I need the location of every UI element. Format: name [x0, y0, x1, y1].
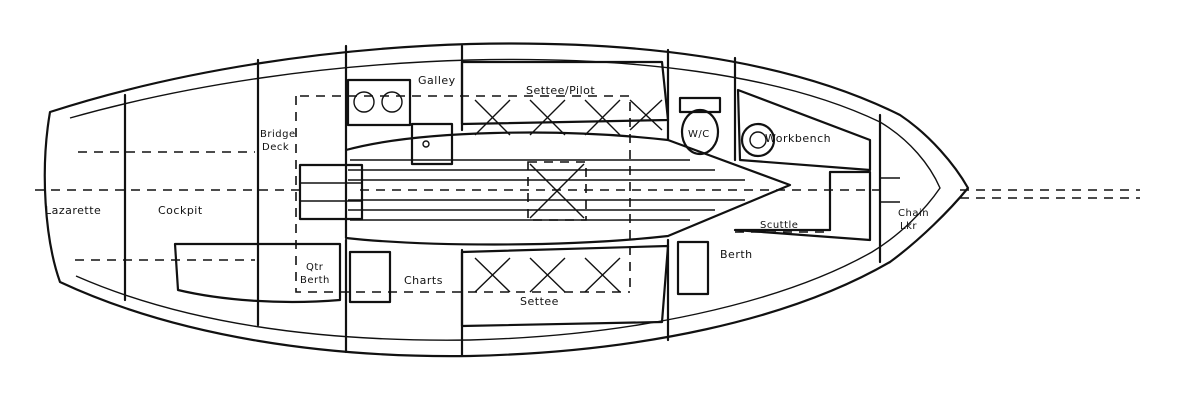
settee-cushion-marks [474, 99, 663, 293]
label-qtr-berth: Berth [300, 275, 330, 286]
label-bridge: Bridge [260, 129, 296, 140]
label-settee: Settee [520, 295, 559, 308]
label-berth: Berth [720, 248, 753, 261]
label-charts: Charts [404, 274, 443, 287]
label-lkr: Lkr [900, 221, 917, 232]
aft-bulkheads [75, 58, 260, 327]
label-qtr: Qtr [306, 262, 324, 273]
label-wc: W/C [688, 129, 710, 140]
label-deck: Deck [262, 142, 289, 153]
label-lazarette: Lazarette [45, 204, 101, 217]
centerline [35, 177, 1140, 203]
label-workbench: Workbench [765, 132, 831, 145]
hull-outline [43, 42, 970, 358]
dashed-outlines [295, 95, 831, 293]
cabin-structure [173, 44, 882, 357]
label-chain: Chain [898, 208, 929, 219]
label-scuttle: Scuttle [760, 220, 798, 231]
label-cockpit: Cockpit [158, 204, 203, 217]
label-galley: Galley [418, 74, 456, 87]
label-settee-pilot: Settee/Pilot [526, 84, 595, 97]
